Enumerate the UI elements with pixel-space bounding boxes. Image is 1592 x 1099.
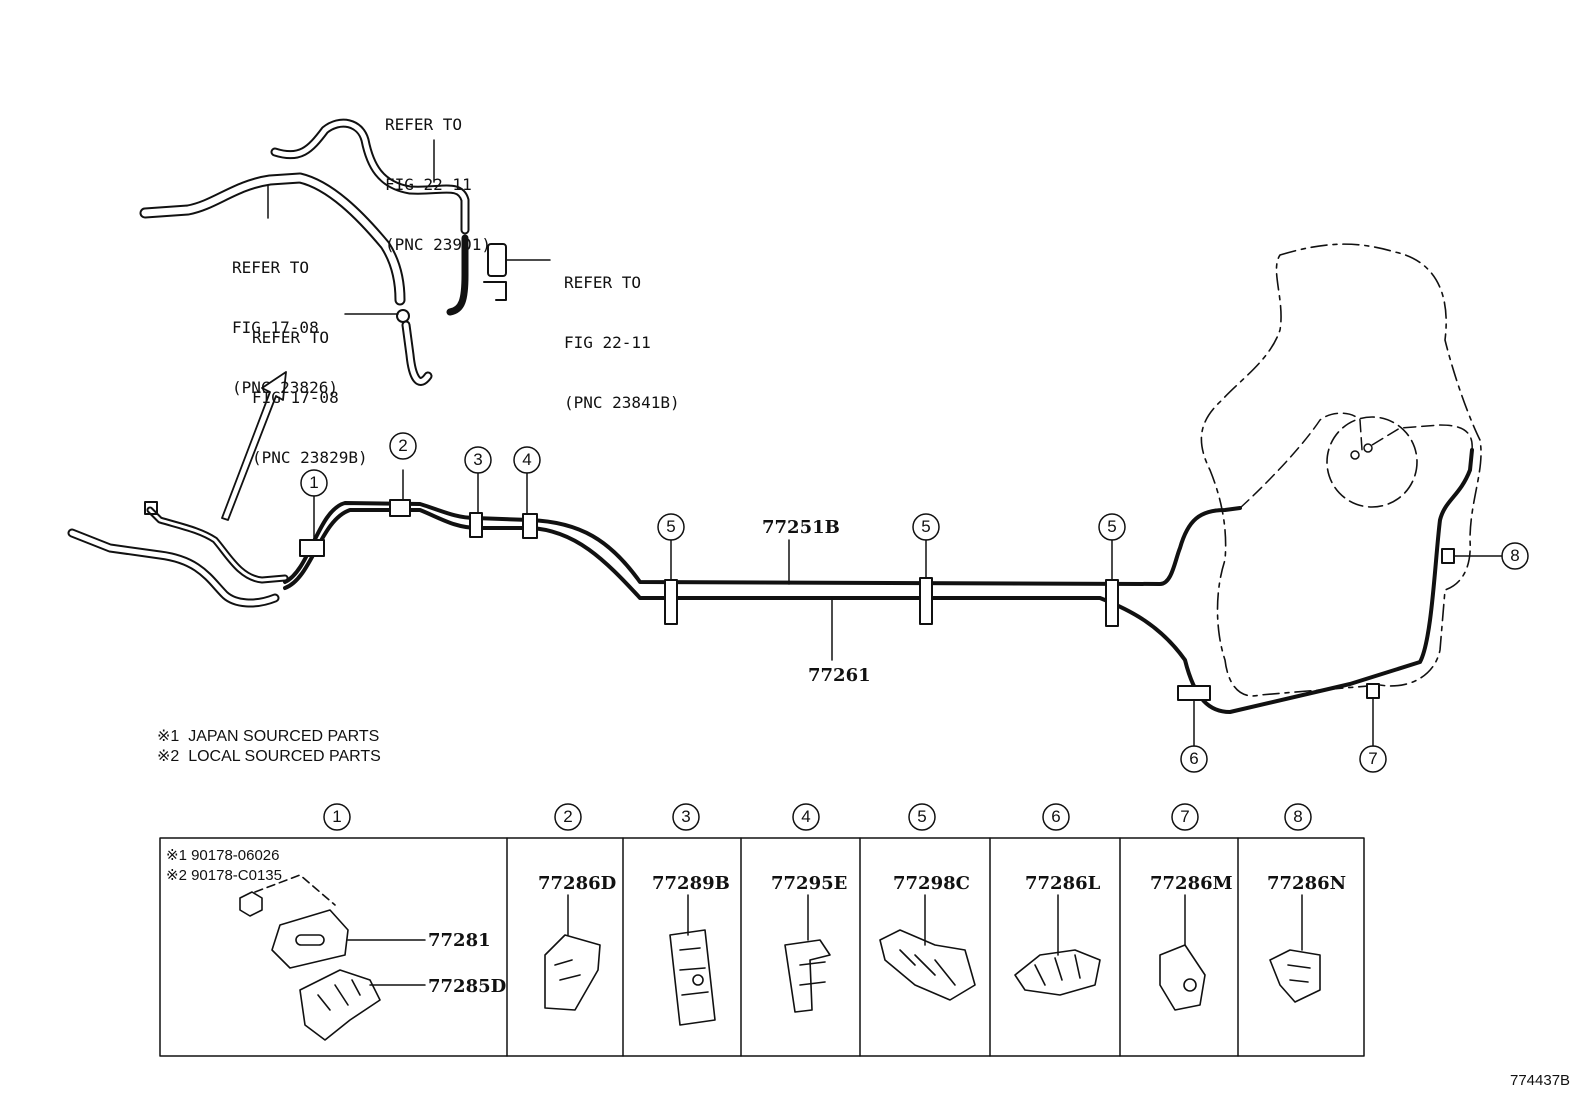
ref-line: FIG 17-08 xyxy=(252,388,339,407)
part-number-77281: 77281 xyxy=(428,930,491,951)
ref-line: (PNC 23826) xyxy=(232,378,338,397)
clip-sketches xyxy=(239,874,1321,1041)
tube-clamps xyxy=(299,499,1455,701)
table-header-1: 1 xyxy=(332,807,342,826)
part-number-77286n: 77286N xyxy=(1267,873,1347,894)
ref-line: (PNC 23901) xyxy=(385,235,491,254)
ref-pnc-23826: REFER TO FIG 17-08 (PNC 23826) xyxy=(232,218,338,418)
ref-line: REFER TO xyxy=(232,258,310,277)
ref-pnc-23841b: REFER TO FIG 22-11 (PNC 23841B) xyxy=(564,233,680,433)
inset-hoses xyxy=(139,118,551,386)
ref-line: FIG 22-11 xyxy=(385,175,472,194)
part-number-77286l: 77286L xyxy=(1025,873,1101,894)
part-number-77289b: 77289B xyxy=(652,873,730,894)
part-number-77261: 77261 xyxy=(808,665,871,686)
note-local-sourced: ※2 LOCAL SOURCED PARTS xyxy=(157,746,381,766)
callout-7: 7 xyxy=(1368,749,1378,768)
cell1-note1: ※1 90178-06026 xyxy=(166,847,280,864)
part-number-77295e: 77295E xyxy=(771,873,848,894)
part-number-77286m: 77286M xyxy=(1150,873,1233,894)
table-header-circles xyxy=(323,803,1312,831)
part-number-77285d: 77285D xyxy=(428,976,507,997)
ref-line: REFER TO xyxy=(385,115,463,134)
ref-pnc-23829b: REFER TO FIG 17-08 (PNC 23829B) xyxy=(252,288,368,488)
table-header-5: 5 xyxy=(917,807,927,826)
callout-circles xyxy=(300,432,1529,773)
table-header-2: 2 xyxy=(563,807,573,826)
table-header-8: 8 xyxy=(1293,807,1303,826)
part-number-77286d: 77286D xyxy=(538,873,617,894)
ref-line: REFER TO xyxy=(252,328,330,347)
callout-4: 4 xyxy=(522,450,532,469)
ref-line: (PNC 23829B) xyxy=(252,448,368,467)
callout-1: 1 xyxy=(309,473,319,492)
table-header-3: 3 xyxy=(681,807,691,826)
parts-table-grid xyxy=(159,837,1365,1057)
note-mark: ※1 xyxy=(157,728,180,745)
callout-5a: 5 xyxy=(666,517,676,536)
figure-id: 774437B xyxy=(1510,1072,1571,1089)
note-mark: ※2 xyxy=(157,748,180,765)
inset-arrow xyxy=(221,371,287,521)
table-header-4: 4 xyxy=(801,807,811,826)
note-text: LOCAL SOURCED PARTS xyxy=(188,748,381,765)
table-header-6: 6 xyxy=(1051,807,1061,826)
callout-6: 6 xyxy=(1189,749,1199,768)
callout-8: 8 xyxy=(1510,546,1520,565)
part-number-77298c: 77298C xyxy=(893,873,970,894)
callout-3: 3 xyxy=(473,450,483,469)
ref-line: REFER TO xyxy=(564,273,642,292)
callout-2: 2 xyxy=(398,436,408,455)
ref-pnc-23901: REFER TO FIG 22-11 (PNC 23901) xyxy=(385,75,491,275)
tube-main-pair xyxy=(283,412,1474,714)
callout-5b: 5 xyxy=(921,517,931,536)
ref-line: FIG 22-11 xyxy=(564,333,651,352)
ref-line: FIG 17-08 xyxy=(232,318,319,337)
table-header-7: 7 xyxy=(1180,807,1190,826)
callout-leaders xyxy=(313,469,1503,747)
note-text: JAPAN SOURCED PARTS xyxy=(188,728,380,745)
fuel-tank-outline xyxy=(1200,243,1482,697)
cell1-note2: ※2 90178-C0135 xyxy=(166,867,282,884)
callout-5c: 5 xyxy=(1107,517,1117,536)
ref-line: (PNC 23841B) xyxy=(564,393,680,412)
note-japan-sourced: ※1 JAPAN SOURCED PARTS xyxy=(157,726,379,746)
part-number-77251b: 77251B xyxy=(762,517,840,538)
tube-left-section xyxy=(67,501,289,608)
